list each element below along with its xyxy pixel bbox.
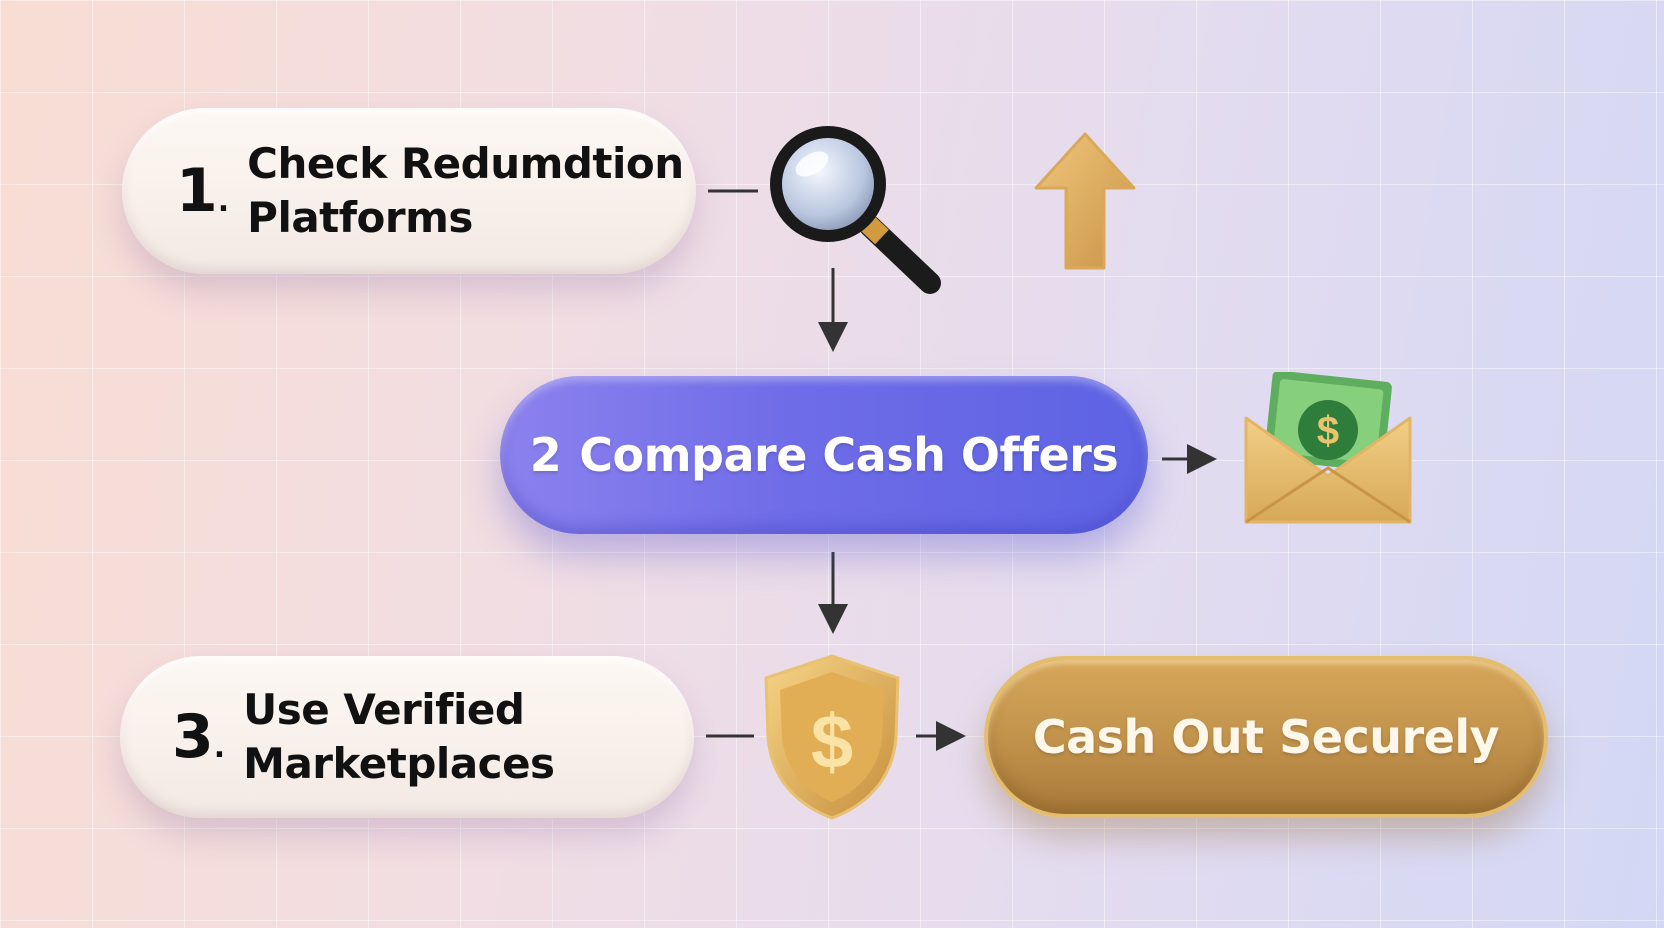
cash-out-label: Cash Out Securely bbox=[1032, 710, 1500, 764]
step-1-pill: 1. Check Redumdtion Platforms bbox=[122, 108, 696, 274]
up-arrow-icon bbox=[1034, 132, 1136, 270]
step-2-number: 2 bbox=[529, 428, 562, 482]
step-1-number: 1. bbox=[176, 156, 229, 226]
step-1-label: Check Redumdtion Platforms bbox=[247, 139, 684, 242]
svg-text:$: $ bbox=[1317, 409, 1339, 453]
step-2-pill: 2 Compare Cash Offers bbox=[500, 376, 1148, 534]
step-3-pill: 3. Use Verified Marketplaces bbox=[120, 656, 694, 818]
step-2-label: Compare Cash Offers bbox=[579, 428, 1119, 482]
step-3-number: 3. bbox=[172, 702, 225, 772]
svg-text:$: $ bbox=[811, 700, 853, 785]
step-3-label: Use Verified Marketplaces bbox=[243, 685, 555, 788]
shield-dollar-icon: $ bbox=[764, 654, 900, 820]
cash-out-pill: Cash Out Securely bbox=[984, 656, 1548, 818]
magnifier-icon bbox=[770, 126, 941, 294]
money-envelope-icon: $ bbox=[1244, 372, 1412, 524]
